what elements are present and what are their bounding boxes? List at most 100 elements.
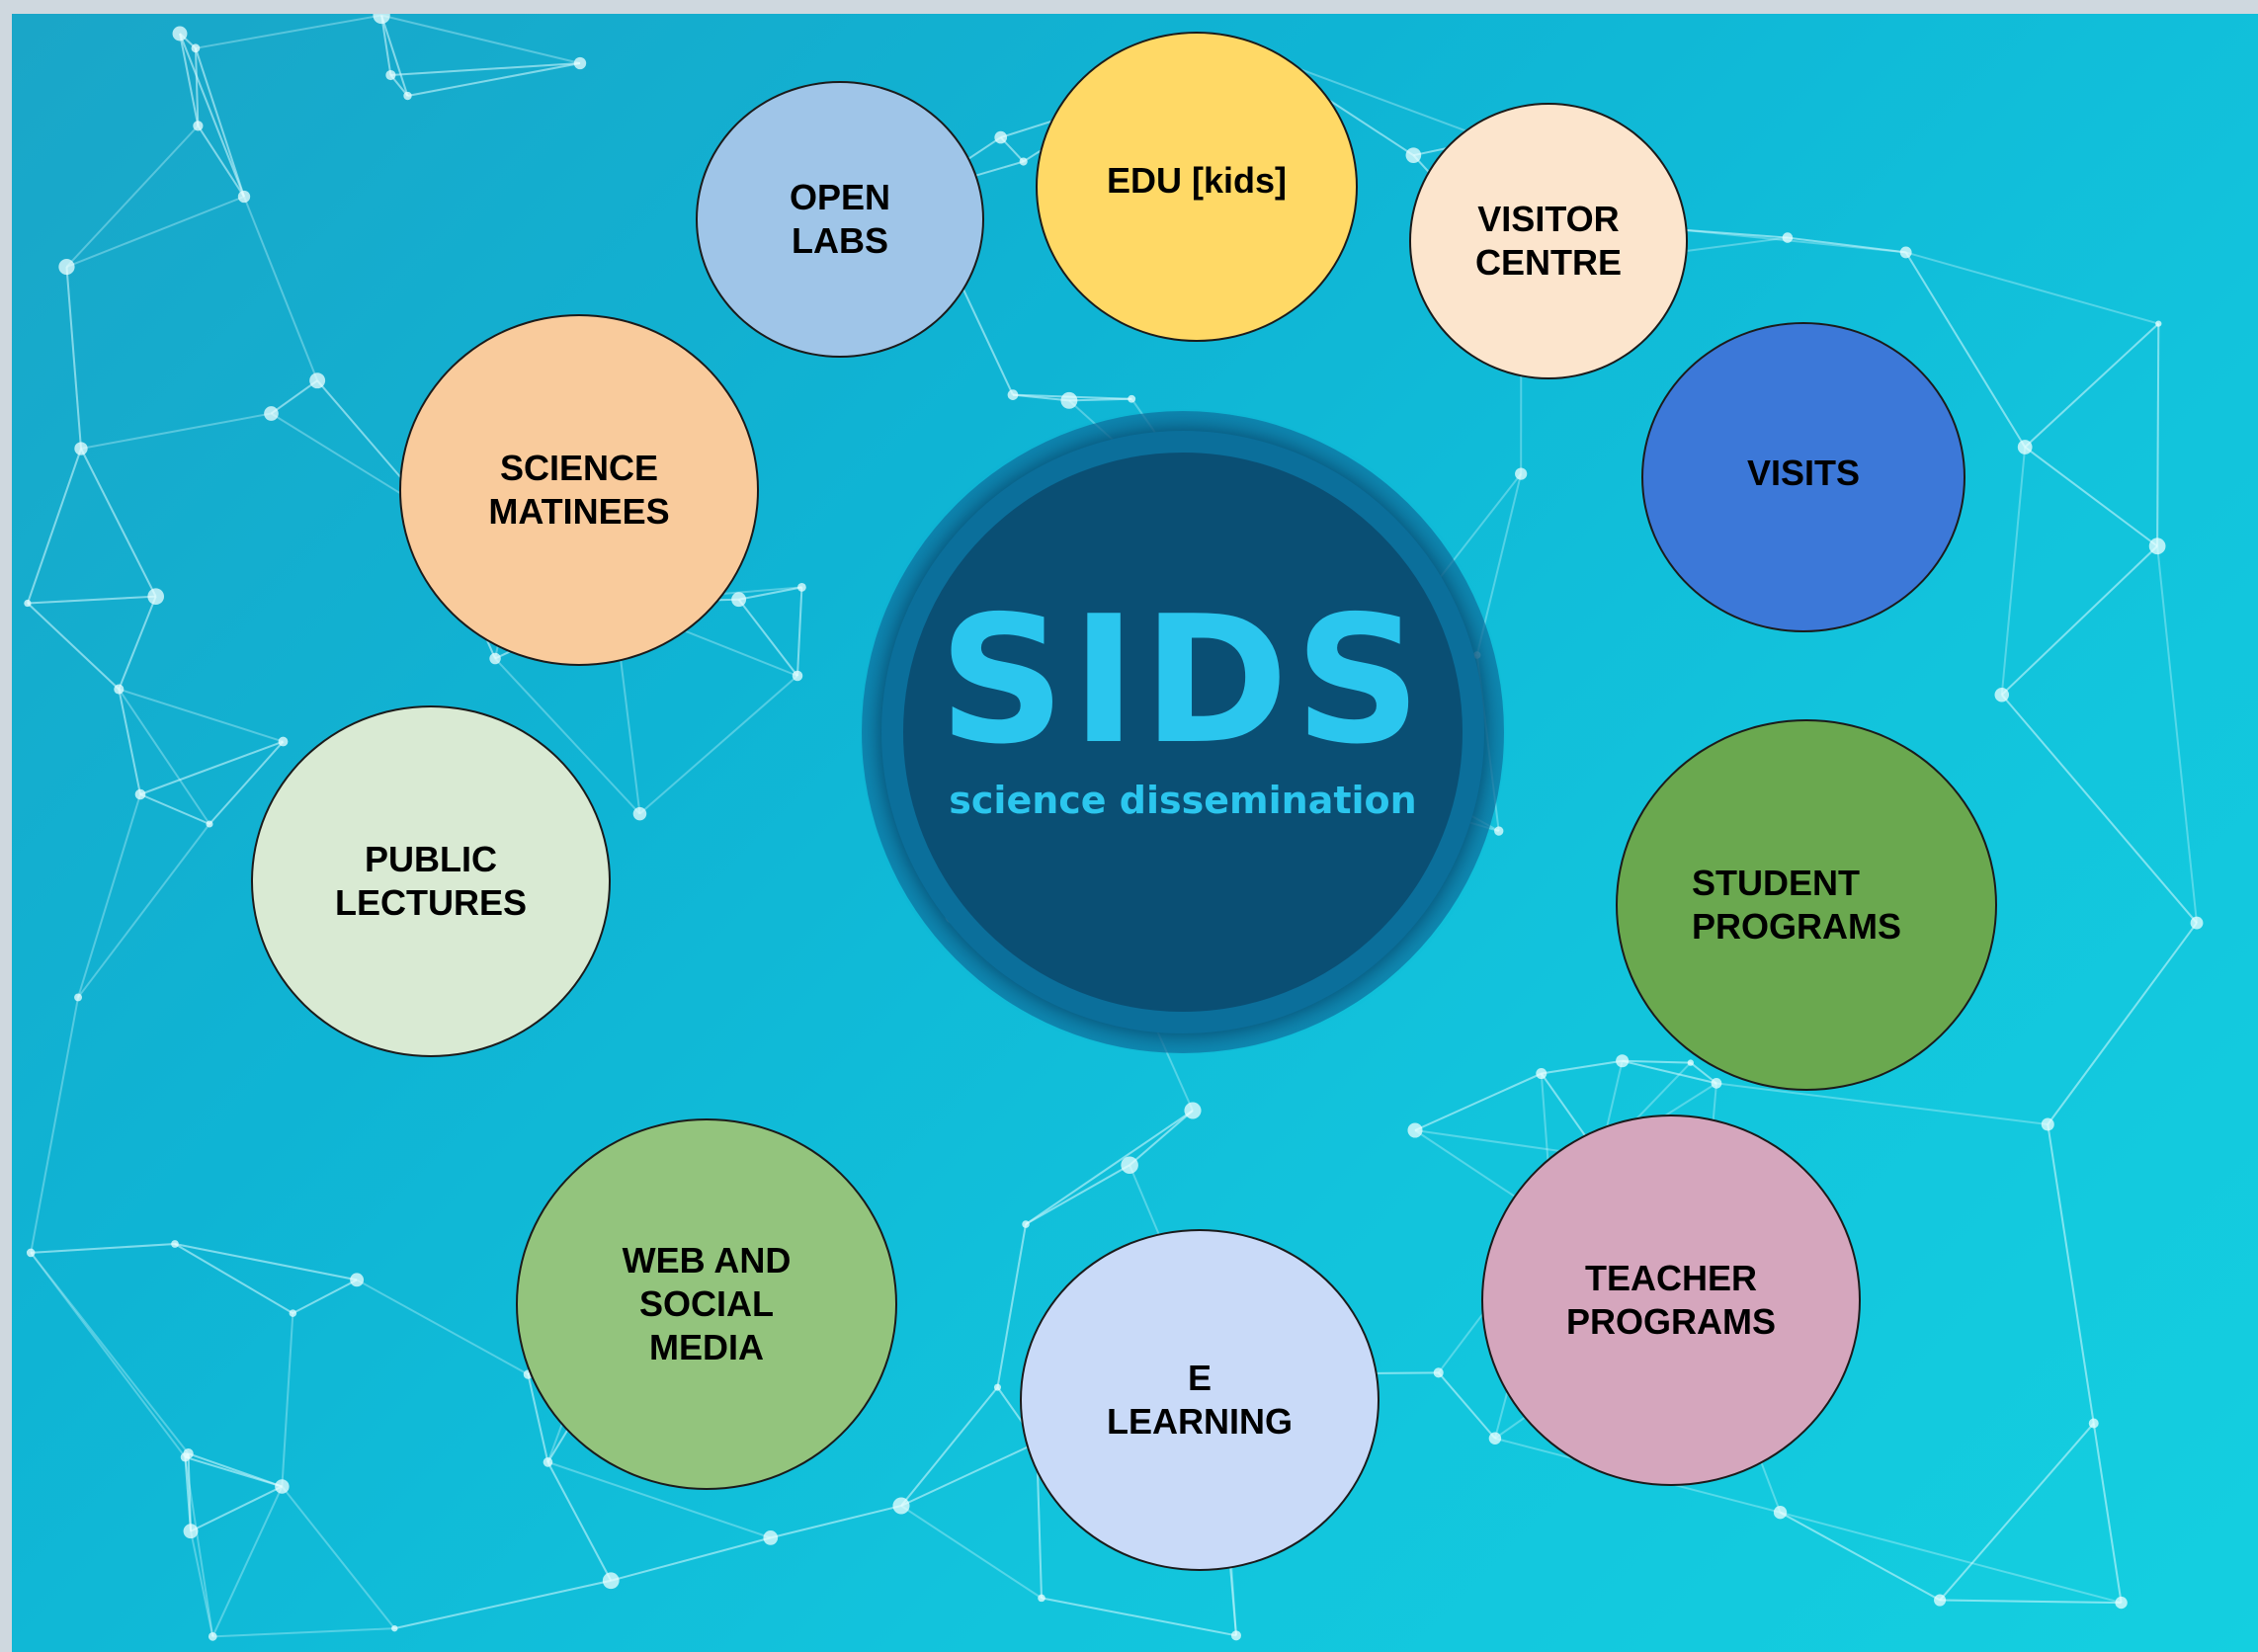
network-dot: [278, 736, 289, 747]
network-line: [118, 689, 141, 795]
network-dot: [1536, 1068, 1547, 1080]
network-line: [179, 33, 245, 198]
network-line: [270, 379, 318, 415]
network-line: [185, 1455, 283, 1488]
network-line: [610, 1536, 772, 1582]
network-line: [118, 689, 141, 795]
diagram-canvas: SIDS science dissemination OPEN LABS EDU…: [12, 14, 2258, 1652]
network-line: [1068, 397, 1132, 402]
network-line: [184, 1456, 193, 1531]
network-line: [1025, 1110, 1194, 1225]
network-line: [184, 1456, 214, 1637]
network-line: [1414, 1072, 1543, 1131]
network-line: [1041, 1597, 1237, 1637]
network-line: [380, 14, 581, 64]
network-dot: [74, 442, 88, 455]
network-line: [390, 62, 581, 77]
network-line: [209, 740, 285, 825]
network-line: [610, 1536, 772, 1582]
network-line: [174, 1243, 293, 1315]
network-line: [1041, 1597, 1237, 1637]
network-line: [738, 586, 802, 601]
network-line: [2047, 922, 2198, 1125]
network-line: [1939, 1422, 2095, 1602]
network-line: [66, 196, 245, 269]
network-line: [77, 793, 141, 998]
network-line: [179, 33, 245, 198]
node-label: VISITOR CENTRE: [1474, 199, 1622, 283]
center-logo-subtitle: science dissemination: [949, 779, 1417, 822]
network-line: [1940, 1599, 2122, 1605]
network-line: [194, 47, 200, 126]
network-line: [1025, 1164, 1130, 1225]
network-line: [2047, 1123, 2095, 1424]
network-line: [185, 1455, 283, 1488]
network-dot: [26, 1248, 36, 1258]
network-line: [2047, 922, 2198, 1125]
network-line: [2092, 1423, 2123, 1604]
network-line: [900, 1505, 1043, 1600]
network-line: [65, 124, 200, 268]
node-label: E LEARNING: [1107, 1358, 1293, 1442]
network-line: [188, 1452, 283, 1488]
node-label: OPEN LABS: [789, 177, 891, 261]
network-line: [118, 596, 157, 690]
network-dot: [403, 91, 412, 101]
network-dot: [391, 1624, 398, 1632]
network-dot: [573, 56, 587, 70]
node-label: STUDENT PROGRAMS: [1691, 863, 1901, 947]
node-label: TEACHER PROGRAMS: [1565, 1258, 1776, 1342]
network-dot: [134, 788, 146, 800]
network-line: [65, 266, 82, 450]
network-line: [2000, 447, 2027, 696]
network-line: [770, 1505, 902, 1539]
network-dot: [1494, 826, 1504, 836]
network-dot: [172, 26, 188, 41]
network-dot: [2088, 1418, 2099, 1429]
network-line: [1622, 1059, 1691, 1064]
network-dot: [1773, 1506, 1788, 1520]
network-line: [356, 1279, 529, 1375]
center-logo-title: SIDS: [938, 578, 1428, 783]
network-dot: [763, 1530, 779, 1545]
network-line: [80, 448, 157, 598]
network-line: [190, 1485, 283, 1532]
network-line: [796, 587, 803, 677]
network-dot: [180, 1452, 191, 1462]
network-dot: [264, 406, 279, 421]
network-dot: [1994, 687, 2010, 702]
network-dot: [171, 1240, 179, 1248]
node-visitor-centre: VISITOR CENTRE: [1409, 103, 1688, 379]
network-dot: [58, 258, 75, 276]
network-dot: [2115, 1596, 2128, 1610]
network-line: [195, 14, 382, 49]
node-science-matinees: SCIENCE MATINEES: [399, 314, 759, 666]
network-line: [380, 15, 409, 97]
network-dot: [206, 820, 213, 828]
network-line: [2024, 322, 2159, 449]
network-dot: [350, 1273, 365, 1287]
network-line: [118, 688, 210, 825]
network-line: [27, 595, 156, 605]
network-line: [1780, 1511, 1941, 1602]
network-dot: [1405, 147, 1422, 163]
network-line: [1622, 1059, 1717, 1085]
network-line: [197, 124, 245, 198]
network-dot: [289, 1309, 297, 1317]
network-dot: [147, 588, 165, 606]
network-line: [31, 1243, 176, 1254]
network-dot: [797, 582, 806, 592]
network-line: [27, 595, 156, 605]
network-line: [65, 266, 82, 450]
network-line: [179, 33, 200, 126]
node-edu-kids: EDU [kids]: [1036, 32, 1358, 342]
network-line: [546, 1461, 613, 1582]
network-line: [119, 688, 284, 743]
network-line: [1780, 1511, 2122, 1605]
network-line: [1904, 251, 2027, 449]
network-dot: [275, 1479, 290, 1494]
network-line: [1414, 1072, 1543, 1131]
network-line: [1905, 251, 2159, 325]
network-dot: [1121, 1156, 1138, 1174]
network-dot: [1230, 1630, 1241, 1641]
